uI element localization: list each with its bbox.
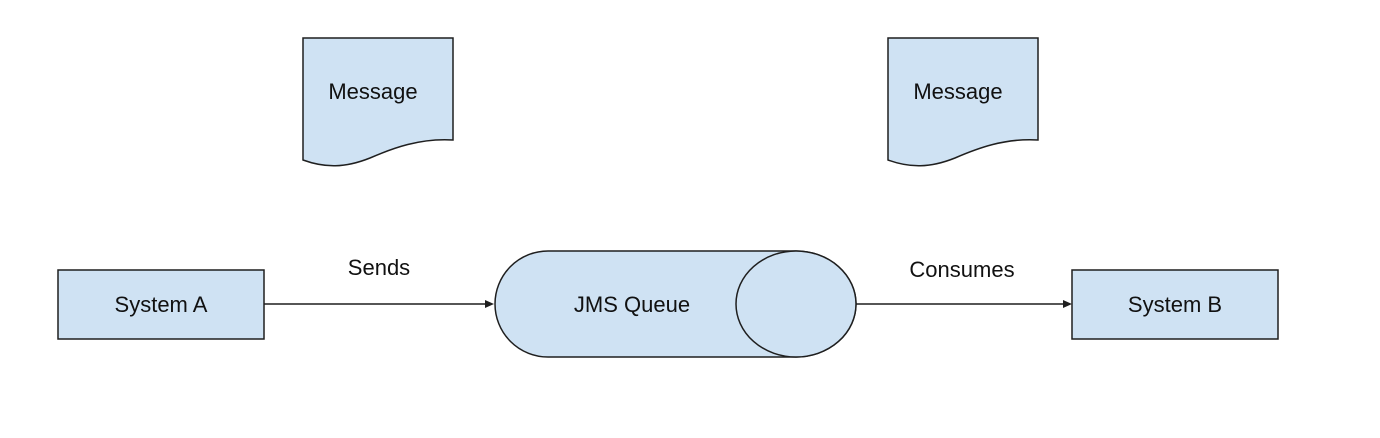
system-a-label: System A: [115, 292, 208, 317]
consumes-connector: Consumes: [856, 257, 1072, 308]
sends-arrowhead: [485, 300, 494, 308]
message-document-right-shape: [887, 37, 1039, 167]
message-document-left-label: Message: [328, 79, 417, 104]
message-document-left-shape: [302, 37, 454, 167]
system-b-label: System B: [1128, 292, 1222, 317]
message-document-right: Message: [887, 37, 1039, 167]
sends-connector: Sends: [264, 255, 494, 308]
system-b-box: [1071, 269, 1279, 340]
sends-label: Sends: [348, 255, 410, 280]
system-b-node: System B: [1071, 269, 1279, 340]
jms-queue-node: JMS Queue: [494, 250, 857, 358]
consumes-label: Consumes: [909, 257, 1014, 282]
message-document-left: Message: [302, 37, 454, 167]
message-document-right-label: Message: [913, 79, 1002, 104]
system-a-box: [57, 269, 265, 340]
jms-queue-cylinder-end: [735, 250, 857, 358]
consumes-arrowhead: [1063, 300, 1072, 308]
system-a-node: System A: [57, 269, 265, 340]
jms-queue-label: JMS Queue: [574, 292, 690, 317]
